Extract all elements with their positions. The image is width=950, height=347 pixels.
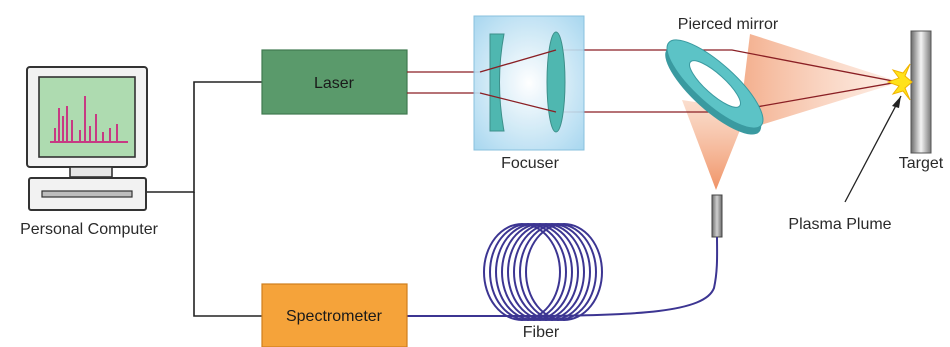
desktop-computer-icon [26,66,148,211]
concave-lens [489,33,505,132]
optical-fiber: Fiber [407,223,719,341]
fiber-coil [483,223,603,321]
convex-lens [546,31,566,133]
laser-label: Laser [314,75,355,92]
spectrometer: Spectrometer [261,283,408,347]
laser: Laser [261,49,408,115]
focuser: Focuser [473,15,585,172]
control-wires [146,81,262,317]
fiber-label: Fiber [523,324,560,341]
target-plate [910,30,932,154]
mirror-hole [689,60,741,108]
spectrum-lines [50,96,128,143]
target-label: Target [899,155,944,172]
monitor-screen [38,76,136,158]
focuser-label: Focuser [501,155,559,172]
plasma-plume-label: Plasma Plume [788,216,891,233]
plasma-burst-icon [886,63,913,101]
target: Target [899,30,944,172]
laser-box [261,49,408,115]
plasma-plume-pointer: Plasma Plume [788,95,902,233]
spectrometer-label: Spectrometer [286,308,383,325]
personal-computer-label: Personal Computer [20,221,159,238]
personal-computer: Personal Computer [20,66,159,238]
pierced-mirror-label: Pierced mirror [678,16,779,33]
spectrometer-box [261,283,408,347]
pierced-mirror: Pierced mirror [665,16,779,135]
fiber-probe [711,194,723,238]
